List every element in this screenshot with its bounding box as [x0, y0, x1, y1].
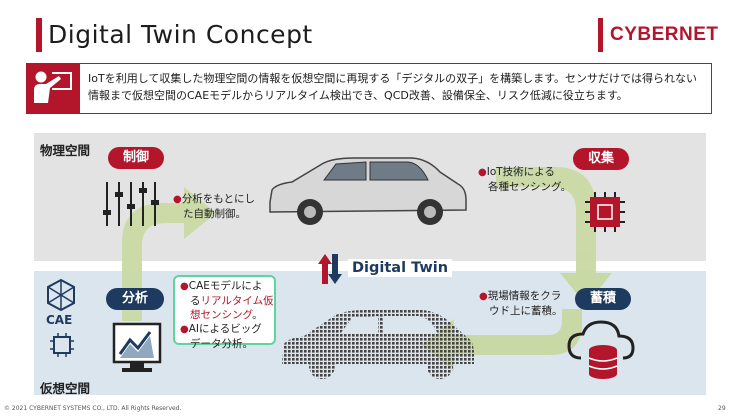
intro-text: IoTを利用して収集した物理空間の情報を仮想空間に再現する「デジタルの双子」を構…: [88, 70, 706, 104]
virtual-car-icon: [282, 310, 474, 379]
control-note-line2: た自動制御。: [183, 208, 246, 220]
logo-accent-bar: [598, 18, 603, 52]
bullet-dot-icon: ●: [479, 291, 488, 302]
virtual-space-label: 仮想空間: [40, 381, 91, 396]
bullet-dot-icon: ●: [478, 167, 487, 178]
car-photo: [269, 157, 467, 225]
intro-box: [26, 63, 712, 114]
bullet-dot-icon: ●: [173, 194, 182, 205]
collect-note-line2: 各種センシング。: [488, 181, 572, 193]
digital-twin-label: Digital Twin: [348, 259, 453, 277]
sliders-icon: [103, 182, 159, 226]
store-note-line1: 現場情報をクラ: [487, 290, 562, 302]
cae-note: ●CAEモデルによ るリアルタイム仮 想センシング。 ●AIによるビッグ データ…: [180, 279, 275, 351]
intro-line-2: 情報まで仮想空間のCAEモデルからリアルタイム検出でき、QCD改善、設備保全、リ…: [88, 89, 628, 102]
cae-note-line1: CAEモデルによ: [188, 280, 263, 292]
cae-note-line5: データ分析。: [190, 338, 253, 350]
store-note: ●現場情報をクラ ウド上に蓄積。: [479, 289, 579, 318]
store-note-line2: ウド上に蓄積。: [489, 305, 563, 317]
cae-note-line4: AIによるビッグ: [188, 323, 262, 335]
cae-label: CAE: [46, 313, 73, 327]
collect-note: ●IoT技術による 各種センシング。: [478, 165, 578, 194]
control-note: ●分析をもとにし た自動制御。: [173, 192, 269, 221]
cae-note-line3-red: 想センシング: [190, 309, 253, 321]
intro-line-1: IoTを利用して収集した物理空間の情報を仮想空間に再現する「デジタルの双子」を構…: [88, 72, 698, 85]
control-note-line1: 分析をもとにし: [181, 193, 256, 205]
analysis-pill: 分析: [106, 288, 164, 310]
bullet-dot-icon: ●: [180, 324, 189, 335]
collect-note-line1: IoT技術による: [486, 166, 555, 178]
control-pill: 制御: [108, 147, 164, 169]
cae-note-line2-black: る: [190, 295, 201, 307]
page-number: 29: [718, 405, 726, 412]
page-title: Digital Twin Concept: [48, 20, 313, 49]
store-pill: 蓄積: [575, 288, 631, 310]
cae-note-line3-black: 。: [252, 309, 263, 321]
analytics-monitor-icon: [112, 322, 162, 372]
collect-pill: 収集: [573, 148, 629, 170]
company-logo: CYBERNET: [610, 24, 719, 45]
title-accent-bar: [36, 18, 42, 52]
cae-note-box: [173, 275, 276, 345]
chip-outline-icon: [50, 333, 74, 357]
chip-icon: [585, 192, 625, 232]
cycle-arrows: [122, 167, 612, 371]
sync-arrows-icon: [318, 254, 342, 284]
cube-network-icon: [47, 278, 75, 312]
bullet-dot-icon: ●: [180, 281, 189, 292]
cae-note-line2-red: リアルタイム仮: [200, 295, 274, 307]
copyright-footer: © 2021 CYBERNET SYSTEMS CO., LTD. All Ri…: [4, 405, 182, 412]
cloud-database-icon: [567, 320, 635, 379]
presenter-icon: [26, 63, 80, 114]
physical-space-label: 物理空間: [40, 143, 91, 158]
